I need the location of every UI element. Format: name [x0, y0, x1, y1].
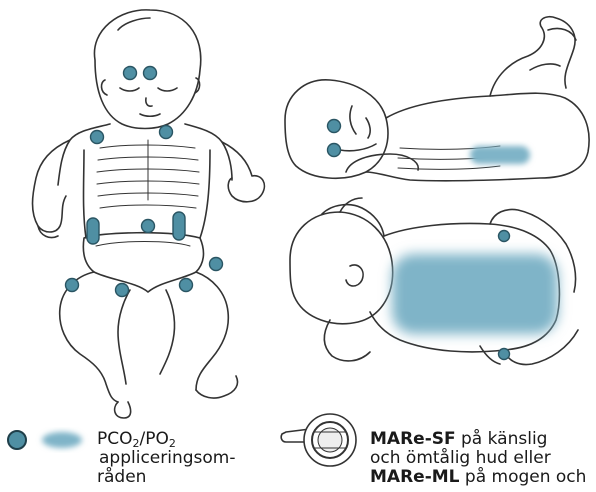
legend-area-label: PCO2/PO2 appliceringsom- råden: [97, 430, 257, 487]
sensor-dot: [499, 231, 510, 242]
sensor-dot: [91, 131, 104, 144]
sensor-dot: [116, 284, 129, 297]
mare-sf-name: MARe-SF: [370, 429, 456, 449]
sensor-dot: [499, 349, 510, 360]
sensor-dot: [144, 67, 157, 80]
mare-sensor-icon: [281, 414, 356, 466]
legend-symbols: [8, 431, 82, 449]
back-view-sensor-sites: [392, 231, 558, 360]
mare-description: MARe-SF på känslig och ömtålig hud eller…: [370, 430, 596, 487]
sensor-area: [173, 212, 185, 240]
mare-line-1: MARe-SF på känslig: [370, 430, 596, 449]
sensor-area: [87, 218, 99, 244]
legend-line-3: råden: [97, 468, 257, 487]
sensor-dot: [328, 144, 341, 157]
mare-line-3: MARe-ML på mogen och: [370, 468, 596, 487]
sensor-area: [470, 146, 530, 164]
sensor-dot: [328, 120, 341, 133]
sensor-dot: [142, 220, 155, 233]
mare-ml-name: MARe-ML: [370, 467, 460, 487]
sensor-dot: [180, 279, 193, 292]
legend-dot-icon: [8, 431, 26, 449]
sensor-dot: [124, 67, 137, 80]
sensor-dot: [160, 126, 173, 139]
sensor-dot: [210, 258, 223, 271]
sensor-dot: [66, 279, 79, 292]
legend-line-2: appliceringsom-: [97, 449, 257, 468]
mare-line-2: och ömtålig hud eller: [370, 449, 596, 468]
legend-line-1: PCO2/PO2: [97, 430, 257, 449]
legend-area-icon: [42, 432, 82, 448]
side-view-sensor-sites: [328, 120, 531, 165]
sensor-area: [392, 254, 558, 334]
